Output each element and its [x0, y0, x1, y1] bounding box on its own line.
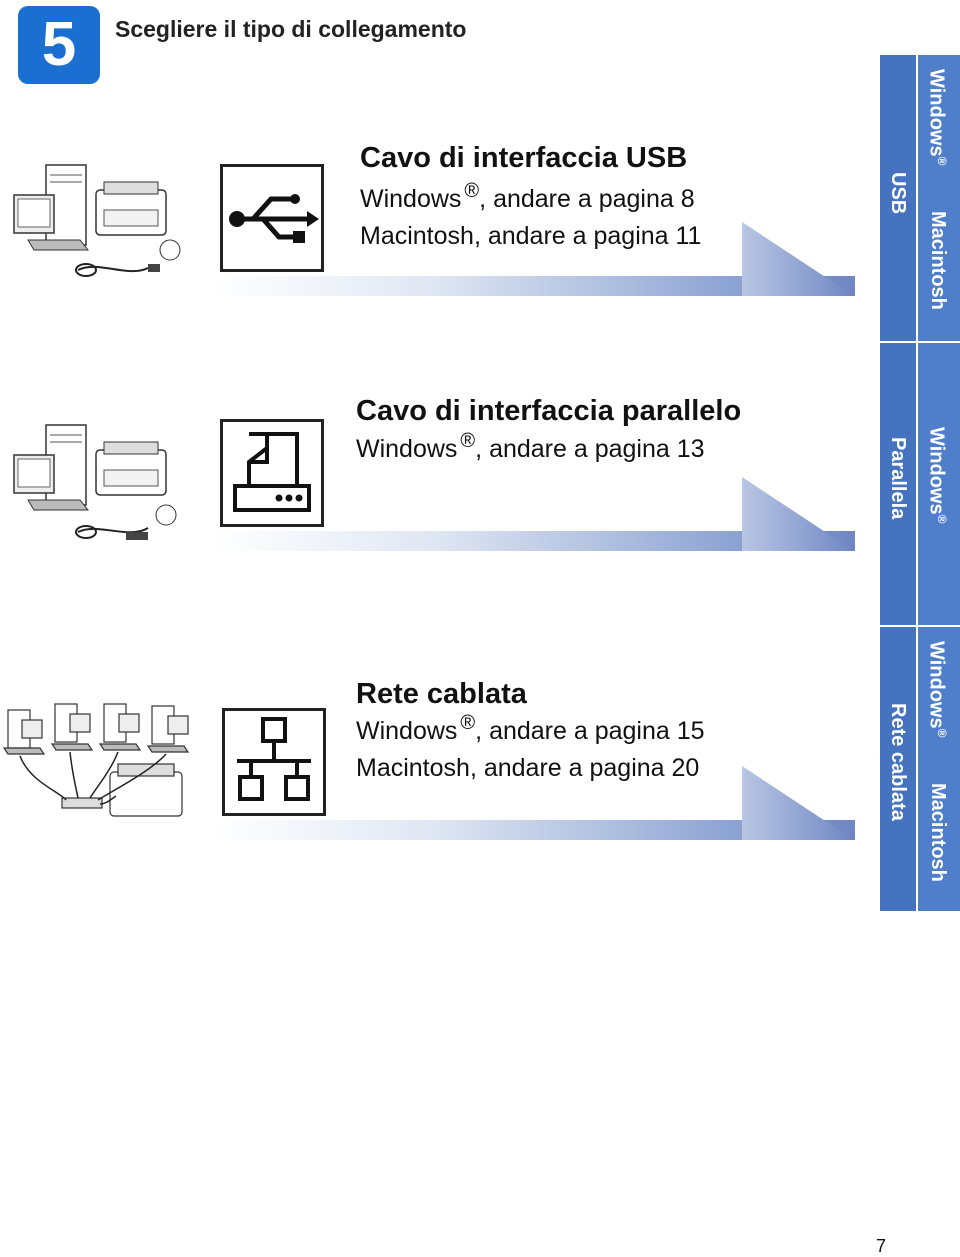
tab-os-column: Windows® Macintosh	[918, 627, 960, 911]
section-line: Macintosh, andare a pagina 11	[360, 222, 701, 251]
network-icon	[222, 708, 326, 816]
arrow-right-icon	[742, 477, 854, 551]
page-title: Scegliere il tipo di collegamento	[115, 16, 467, 42]
os-name: Windows	[356, 717, 458, 745]
section-divider-band	[215, 276, 855, 296]
section-line: Windows®, andare a pagina 13	[356, 430, 705, 464]
tab-group-label-column: Rete cablata	[880, 627, 918, 911]
registered-mark: ®	[935, 514, 949, 524]
tab-item-windows: Windows®	[925, 427, 949, 524]
parallel-printer-icon	[220, 419, 324, 527]
tab-group-label: Rete cablata	[887, 703, 909, 821]
step-number-badge: 5	[18, 6, 100, 84]
registered-mark: ®	[460, 430, 476, 452]
section-line: Windows®, andare a pagina 15	[356, 712, 705, 746]
os-name: Windows	[360, 185, 462, 213]
tab-item-macintosh: Macintosh	[927, 783, 949, 882]
section-divider-band	[215, 820, 855, 840]
page-reference: , andare a pagina 15	[475, 717, 705, 745]
section-usb: Cavo di interfaccia USB Windows®, andare…	[0, 130, 870, 310]
os-name: Macintosh	[360, 222, 474, 250]
side-tab-strip: USB Windows® Macintosh Parallela Windows…	[880, 55, 960, 913]
tab-os-column: Windows®	[918, 343, 960, 625]
tab-group-label-column: USB	[880, 55, 918, 341]
tab-os-column: Windows® Macintosh	[918, 55, 960, 341]
network-computers-printer-illustration	[2, 703, 190, 817]
registered-mark: ®	[935, 156, 949, 166]
usb-icon	[220, 164, 324, 272]
section-network: Rete cablata Windows®, andare a pagina 1…	[0, 670, 870, 860]
os-name: Windows	[356, 435, 458, 463]
section-divider-band	[215, 531, 855, 551]
arrow-right-icon	[742, 222, 854, 296]
computer-printer-parallel-illustration	[13, 424, 177, 540]
tab-usb[interactable]: USB Windows® Macintosh	[880, 55, 960, 343]
tab-group-label-column: Parallela	[880, 343, 918, 625]
section-parallel: Cavo di interfaccia parallelo Windows®, …	[0, 385, 870, 565]
page-reference: , andare a pagina 11	[473, 222, 702, 250]
tab-group-label: USB	[887, 172, 909, 215]
tab-rete-cablata[interactable]: Rete cablata Windows® Macintosh	[880, 627, 960, 913]
registered-mark: ®	[464, 180, 480, 202]
arrow-right-icon	[742, 766, 854, 840]
os-name: Macintosh	[356, 754, 470, 782]
registered-mark: ®	[935, 728, 949, 738]
tab-parallela[interactable]: Parallela Windows®	[880, 343, 960, 627]
page-reference: , andare a pagina 8	[479, 185, 695, 213]
tab-group-label: Parallela	[887, 437, 909, 520]
section-heading: Rete cablata	[356, 678, 527, 710]
page-number: 7	[876, 1236, 887, 1256]
tab-item-windows: Windows®	[925, 641, 949, 738]
section-heading: Cavo di interfaccia parallelo	[356, 395, 742, 427]
section-heading: Cavo di interfaccia USB	[360, 142, 688, 174]
page-reference: , andare a pagina 13	[475, 435, 705, 463]
section-line: Windows®, andare a pagina 8	[360, 180, 695, 214]
page-reference: , andare a pagina 20	[469, 754, 700, 782]
tab-item-windows: Windows®	[925, 69, 949, 166]
registered-mark: ®	[460, 712, 476, 734]
tab-item-macintosh: Macintosh	[927, 211, 949, 310]
computer-printer-usb-illustration	[13, 164, 181, 277]
section-line: Macintosh, andare a pagina 20	[356, 754, 699, 783]
